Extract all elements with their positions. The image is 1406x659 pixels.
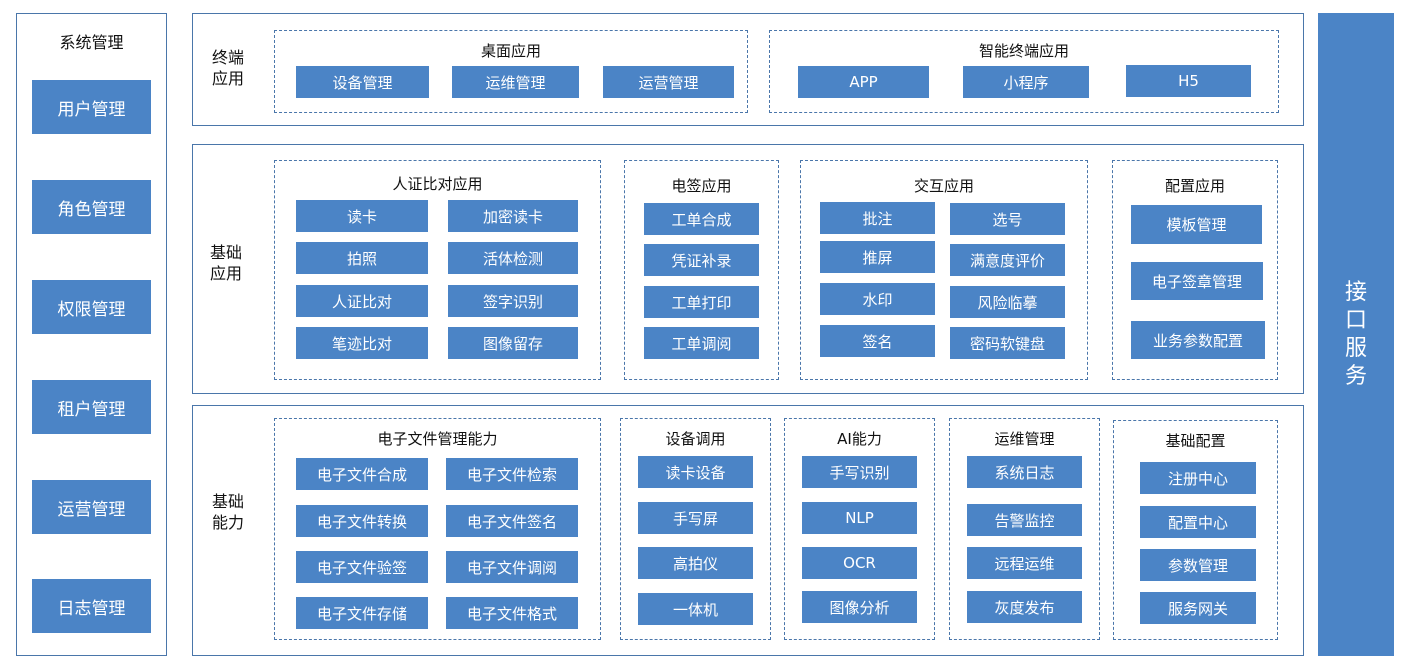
edoc-review-button[interactable]: 电子文件调阅	[446, 551, 578, 583]
image-retain-button[interactable]: 图像留存	[448, 327, 578, 359]
sidebar-item-user[interactable]: 用户管理	[32, 80, 151, 134]
smart-terminal-title: 智能终端应用	[978, 42, 1069, 60]
device-call-group	[620, 418, 771, 640]
nlp-button[interactable]: NLP	[802, 502, 917, 534]
all-in-one-button[interactable]: 一体机	[638, 593, 753, 625]
basic-app-label: 基础 应用	[198, 242, 254, 284]
edoc-convert-button[interactable]: 电子文件转换	[296, 505, 428, 537]
desktop-ops-mgmt-button[interactable]: 运维管理	[452, 66, 579, 98]
number-select-button[interactable]: 选号	[950, 203, 1065, 235]
liveness-detect-button[interactable]: 活体检测	[448, 242, 578, 274]
sidebar-item-tenant[interactable]: 租户管理	[32, 380, 151, 434]
template-mgmt-button[interactable]: 模板管理	[1131, 205, 1262, 244]
terminal-label-line1: 终端	[211, 48, 244, 67]
business-param-button[interactable]: 业务参数配置	[1131, 321, 1265, 359]
mini-program-button[interactable]: 小程序	[963, 66, 1089, 98]
basic-capability-label: 基础 能力	[200, 491, 256, 533]
face-verify-title: 人证比对应用	[392, 175, 483, 193]
edoc-capability-title: 电子文件管理能力	[377, 430, 498, 448]
ocr-button[interactable]: OCR	[802, 547, 917, 579]
ticket-review-button[interactable]: 工单调阅	[644, 327, 759, 359]
handwriting-compare-button[interactable]: 笔迹比对	[296, 327, 428, 359]
desktop-operation-mgmt-button[interactable]: 运营管理	[603, 66, 734, 98]
basic-config-title: 基础配置	[1165, 432, 1226, 450]
edoc-compose-button[interactable]: 电子文件合成	[296, 458, 428, 490]
terminal-app-label: 终端 应用	[200, 47, 256, 89]
h5-button[interactable]: H5	[1126, 65, 1251, 97]
ai-capability-title: AI能力	[837, 430, 882, 448]
ops-mgmt-title: 运维管理	[994, 430, 1055, 448]
ticket-print-button[interactable]: 工单打印	[644, 286, 759, 318]
config-center-button[interactable]: 配置中心	[1140, 506, 1256, 538]
config-app-group	[1112, 160, 1278, 380]
edoc-verify-button[interactable]: 电子文件验签	[296, 551, 428, 583]
basic-cap-label-line2: 能力	[211, 513, 244, 532]
api-char-3: 服	[1344, 335, 1367, 361]
desktop-app-title: 桌面应用	[480, 42, 541, 60]
document-camera-button[interactable]: 高拍仪	[638, 547, 753, 579]
api-char-4: 务	[1344, 363, 1367, 389]
satisfaction-rating-button[interactable]: 满意度评价	[950, 244, 1065, 276]
encrypted-read-card-button[interactable]: 加密读卡	[448, 200, 578, 232]
terminal-label-line2: 应用	[211, 69, 244, 88]
interaction-app-group	[800, 160, 1088, 380]
edoc-storage-button[interactable]: 电子文件存储	[296, 597, 428, 629]
edoc-search-button[interactable]: 电子文件检索	[446, 458, 578, 490]
risk-copy-button[interactable]: 风险临摹	[950, 286, 1065, 318]
card-reader-button[interactable]: 读卡设备	[638, 456, 753, 488]
handwriting-pad-button[interactable]: 手写屏	[638, 502, 753, 534]
api-char-1: 接	[1344, 279, 1367, 305]
basic-cap-label-line1: 基础	[211, 492, 244, 511]
handwriting-recognition-button[interactable]: 手写识别	[802, 456, 917, 488]
device-call-title: 设备调用	[665, 430, 726, 448]
smart-terminal-group	[769, 30, 1279, 113]
soft-keyboard-button[interactable]: 密码软键盘	[950, 327, 1065, 359]
ops-mgmt-group	[949, 418, 1100, 640]
interaction-app-title: 交互应用	[913, 177, 974, 195]
watermark-button[interactable]: 水印	[820, 283, 935, 315]
desktop-device-mgmt-button[interactable]: 设备管理	[296, 66, 429, 98]
edoc-format-button[interactable]: 电子文件格式	[446, 597, 578, 629]
service-gateway-button[interactable]: 服务网关	[1140, 592, 1256, 624]
signature-recognize-button[interactable]: 签字识别	[448, 285, 578, 317]
remote-ops-button[interactable]: 远程运维	[967, 547, 1082, 579]
gray-release-button[interactable]: 灰度发布	[967, 591, 1082, 623]
basic-app-label-line2: 应用	[209, 264, 242, 283]
sidebar-item-role[interactable]: 角色管理	[32, 180, 151, 234]
annotation-button[interactable]: 批注	[820, 202, 935, 234]
ai-capability-group	[784, 418, 935, 640]
desktop-app-group	[274, 30, 748, 113]
app-button[interactable]: APP	[798, 66, 929, 98]
esign-app-title: 电签应用	[671, 177, 732, 195]
ticket-compose-button[interactable]: 工单合成	[644, 203, 759, 235]
esign-app-group	[624, 160, 779, 380]
image-analysis-button[interactable]: 图像分析	[802, 591, 917, 623]
system-management-title: 系统管理	[59, 33, 124, 52]
push-screen-button[interactable]: 推屏	[820, 241, 935, 273]
api-char-2: 口	[1344, 307, 1367, 333]
basic-config-group	[1113, 420, 1278, 640]
registry-center-button[interactable]: 注册中心	[1140, 462, 1256, 494]
read-card-button[interactable]: 读卡	[296, 200, 428, 232]
edoc-capability-group	[274, 418, 601, 640]
face-id-compare-button[interactable]: 人证比对	[296, 285, 428, 317]
api-service-bar[interactable]: 接 口 服 务	[1318, 13, 1394, 656]
take-photo-button[interactable]: 拍照	[296, 242, 428, 274]
config-app-title: 配置应用	[1164, 177, 1225, 195]
sign-button[interactable]: 签名	[820, 325, 935, 357]
sidebar-item-permission[interactable]: 权限管理	[32, 280, 151, 334]
system-log-button[interactable]: 系统日志	[967, 456, 1082, 488]
face-verify-group	[274, 160, 601, 380]
e-seal-mgmt-button[interactable]: 电子签章管理	[1131, 262, 1263, 300]
sidebar-item-log[interactable]: 日志管理	[32, 579, 151, 633]
basic-app-label-line1: 基础	[209, 243, 242, 262]
edoc-sign-button[interactable]: 电子文件签名	[446, 505, 578, 537]
sidebar-item-operation[interactable]: 运营管理	[32, 480, 151, 534]
voucher-supplement-button[interactable]: 凭证补录	[644, 244, 759, 276]
alert-monitor-button[interactable]: 告警监控	[967, 504, 1082, 536]
param-mgmt-button[interactable]: 参数管理	[1140, 549, 1256, 581]
